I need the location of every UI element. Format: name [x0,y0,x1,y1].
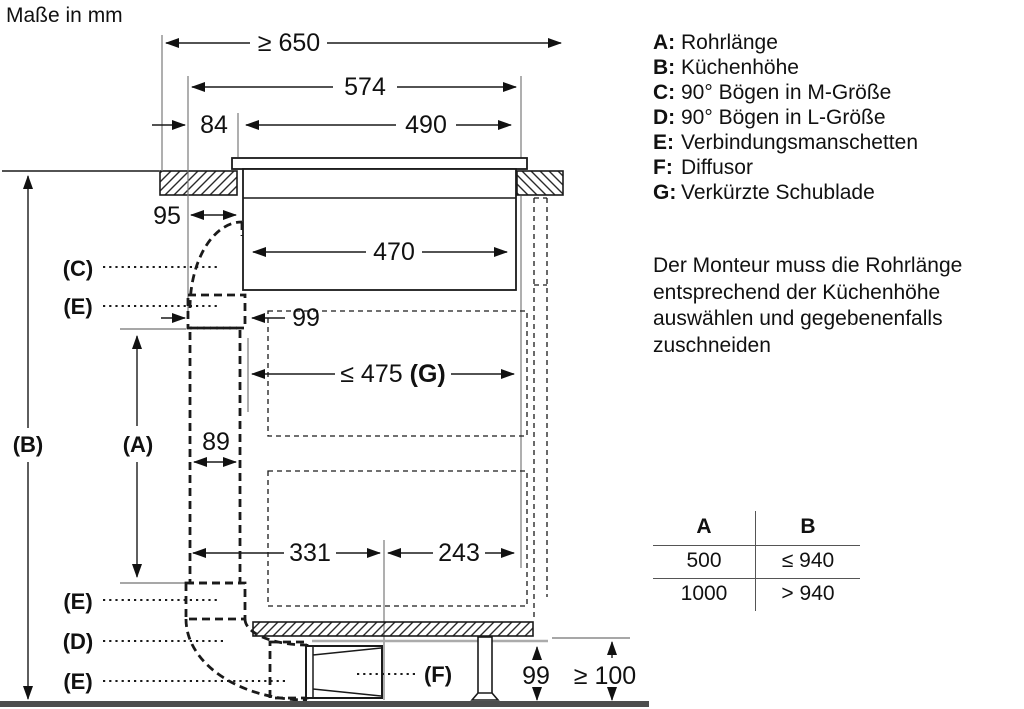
legend-item: E: Verbindungsmanschetten [653,130,918,155]
legend-label: Rohrlänge [681,31,778,54]
dim-plinth-min: ≥ 100 [574,662,636,690]
dimension-texts: ≥ 650 574 84 490 95 470 99 ≤ 475 (G) 89 3… [153,29,636,690]
callout-d: (D) [63,629,94,654]
connector-e-bottom [268,640,309,700]
legend-item: D:90° Bögen in L-Größe [653,105,918,130]
legend-label: Verkürzte Schublade [681,181,875,204]
callout-f: (F) [424,662,452,687]
pipe-length-table: A B 500 ≤ 940 1000 > 940 [653,511,860,611]
cabinet-bottom-shelf [252,621,534,637]
table-cell-b: ≤ 940 [781,549,835,572]
legend-item: F: Diffusor [653,155,918,180]
hob-body [242,168,517,291]
rear-channel [533,197,548,618]
callout-labels: (C) (E) (B) (A) (E) (D) (E) (F) [13,256,452,694]
dim-offset-left: 84 [200,111,228,139]
connector-e-top [186,293,247,330]
floor-line [0,701,649,707]
table-header-a: A [653,511,756,545]
hob-top-plate [231,157,528,170]
legend-label: Verbindungsmanschetten [681,131,918,154]
dim-inner-width: 470 [373,238,415,266]
table-header-b: B [800,515,816,538]
callout-b: (B) [13,432,44,457]
lower-cabinet-box [267,470,528,607]
dim-worktop-min: ≥ 650 [258,29,320,57]
table-cell-a: 1000 [653,579,756,611]
legend-item: A:Rohrlänge [653,30,918,55]
dim-dist-right: 243 [438,539,480,567]
legend-key: F: [653,156,673,179]
callout-leaders [103,266,416,682]
dim-plinth-height: 99 [522,662,550,690]
page-title: Maße in mm [6,4,123,27]
callout-e-top: (E) [63,294,92,319]
legend-key: C: [653,81,676,104]
dim-drawer-max: ≤ 475 (G) [340,360,446,388]
callout-e-mid: (E) [63,589,92,614]
plinth-area [0,621,649,707]
dim-unit-width: 574 [344,73,386,101]
table-row: 1000 > 940 [653,578,860,611]
legend: A:Rohrlänge B:Küchenhöhe C:90° Bögen in … [653,30,918,205]
dim-cutout-width: 490 [405,111,447,139]
dimension-lines [23,38,617,701]
callout-c: (C) [63,256,94,281]
legend-item: G:Verkürzte Schublade [653,180,918,205]
table-header-row: A B [653,511,860,545]
bend-d-inner-arc [243,618,308,647]
table-cell-a: 500 [653,546,756,578]
callout-g: (G) [410,360,446,388]
bend-c-arc [188,220,244,309]
legend-label: 90° Bögen in M-Größe [681,81,892,104]
dim-dist-left: 331 [289,539,331,567]
legend-label: Diffusor [681,156,753,179]
countertop-right-section [516,170,564,196]
dim-duct-depth-top: 99 [292,304,320,332]
legend-label: 90° Bögen in L-Größe [681,106,886,129]
dim-duct-width: 89 [202,428,230,456]
legend-item: C:90° Bögen in M-Größe [653,80,918,105]
cabinet-foot-base [470,692,500,701]
table-cell-b: > 940 [781,582,835,605]
table-row: 500 ≤ 940 [653,545,860,578]
rear-channel-lines [533,197,548,618]
countertop-left-section [159,170,238,196]
legend-key: A: [653,31,676,54]
legend-key: E: [653,131,674,154]
dim-rear-gap: 95 [153,202,181,230]
legend-item: B:Küchenhöhe [653,55,918,80]
callout-e-bottom: (E) [63,669,92,694]
connector-e-mid [184,581,247,621]
legend-key: B: [653,56,676,79]
countertop [2,170,564,196]
dim-drawer-max-value: ≤ 475 [340,360,402,388]
callout-a: (A) [123,432,154,457]
diffusor-cone [312,646,382,698]
legend-label: Küchenhöhe [681,56,799,79]
hob-unit [231,157,528,291]
cabinet-foot [477,636,493,695]
legend-key: D: [653,106,676,129]
legend-key: G: [653,181,677,204]
installer-note: Der Monteur muss die Rohrlänge entsprech… [653,254,963,357]
